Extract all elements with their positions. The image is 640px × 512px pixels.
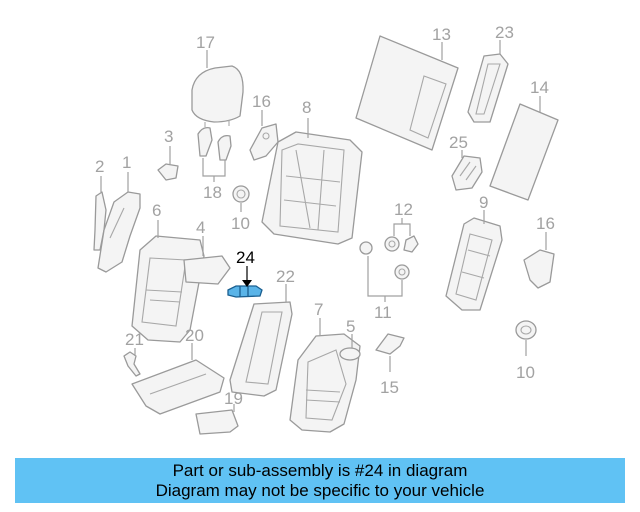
part-24-highlighted xyxy=(227,285,263,298)
callout-3: 3 xyxy=(164,127,173,146)
callout-4: 4 xyxy=(196,218,205,237)
part-back-panel xyxy=(355,35,459,151)
callout-9: 9 xyxy=(479,193,488,212)
callout-2: 2 xyxy=(95,157,104,176)
parts-diagram: 17 16 3 18 2 1 10 8 xyxy=(93,23,559,435)
callout-12: 12 xyxy=(394,200,413,219)
callout-24: 24 xyxy=(236,248,255,267)
callout-18: 18 xyxy=(203,183,222,202)
callout-23: 23 xyxy=(495,23,514,42)
callout-21: 21 xyxy=(125,330,144,349)
callout-15: 15 xyxy=(380,378,399,397)
callout-5: 5 xyxy=(346,317,355,336)
leader-24-arrow xyxy=(242,280,252,287)
callout-7: 7 xyxy=(314,300,323,319)
part-seatback-frame xyxy=(261,131,363,245)
part-seat-cover xyxy=(229,301,293,397)
callout-17: 17 xyxy=(196,33,215,52)
info-banner: Part or sub-assembly is #24 in diagram D… xyxy=(15,458,625,503)
callout-16a: 16 xyxy=(252,92,271,111)
callout-10b: 10 xyxy=(516,363,535,382)
part-seatback-right xyxy=(289,333,361,433)
callout-6: 6 xyxy=(152,201,161,220)
part-headrest-guides xyxy=(197,126,232,161)
callout-8: 8 xyxy=(302,98,311,117)
part-grommet-lower xyxy=(515,320,537,340)
leader-12 xyxy=(393,218,411,236)
callout-16b: 16 xyxy=(536,214,555,233)
part-bolt xyxy=(123,351,141,377)
callout-10a: 10 xyxy=(231,214,250,233)
part-seat-base xyxy=(131,359,225,415)
callout-1: 1 xyxy=(122,153,131,172)
part-bracket-upper xyxy=(249,123,279,161)
part-frame-panel xyxy=(445,217,503,311)
part-clip-lower xyxy=(375,333,405,355)
callout-22: 22 xyxy=(276,267,295,286)
part-fasteners xyxy=(359,235,419,280)
part-armrest xyxy=(183,255,231,285)
part-trim-frame xyxy=(467,53,509,123)
part-clip xyxy=(157,163,179,181)
part-grommet-upper xyxy=(232,185,250,203)
callout-25: 25 xyxy=(449,133,468,152)
leader-18 xyxy=(202,158,226,182)
part-bracket-right xyxy=(523,249,555,289)
callout-19: 19 xyxy=(224,389,243,408)
part-side-panel xyxy=(489,103,559,201)
callout-13: 13 xyxy=(432,25,451,44)
part-lower-trim xyxy=(195,409,239,435)
callout-11: 11 xyxy=(374,303,392,322)
part-latch xyxy=(451,155,483,191)
callout-14: 14 xyxy=(530,78,549,97)
banner-part-text: Part or sub-assembly is #24 in diagram xyxy=(172,460,468,480)
leader-11 xyxy=(367,256,403,302)
callout-20: 20 xyxy=(185,326,204,345)
part-side-trim xyxy=(97,191,141,273)
part-headrest xyxy=(191,65,244,127)
banner-disclaimer-text: Diagram may not be specific to your vehi… xyxy=(155,480,485,500)
